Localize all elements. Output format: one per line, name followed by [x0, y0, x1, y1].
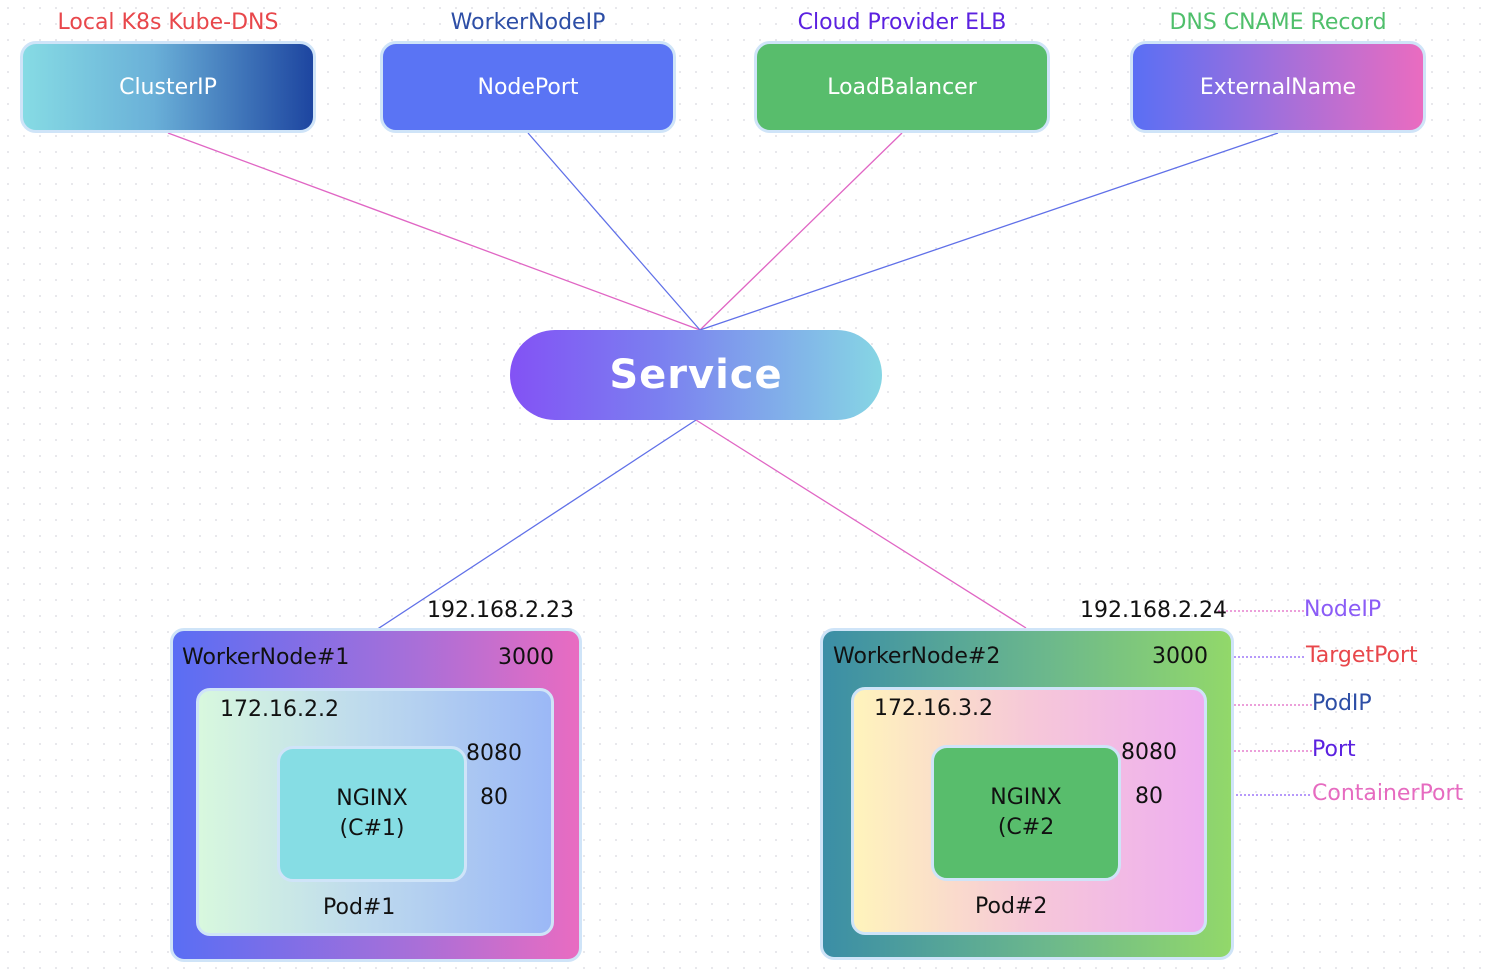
container-2[interactable]: NGINX (C#2	[931, 745, 1121, 881]
clusterip-box[interactable]: ClusterIP	[20, 41, 316, 133]
line-nodeport-service	[527, 132, 701, 331]
externalname-label: ExternalName	[1199, 74, 1357, 100]
pod1-port: 8080	[466, 741, 522, 766]
node2-ip: 192.168.2.24	[1080, 598, 1227, 623]
container-1[interactable]: NGINX (C#1)	[277, 746, 467, 882]
node1-name: WorkerNode#1	[182, 645, 350, 670]
service-label: Service	[609, 352, 783, 398]
pod2-ip: 172.16.3.2	[874, 696, 993, 721]
legend-targetport: TargetPort	[1306, 643, 1418, 668]
nodeport-label: NodePort	[477, 74, 579, 100]
nodeport-box[interactable]: NodePort	[380, 41, 676, 133]
node1-port: 3000	[498, 645, 554, 670]
legend-nodeip: NodeIP	[1304, 597, 1382, 622]
caption-nodeport: WorkerNodeIP	[450, 10, 606, 35]
pod-1[interactable]: 172.16.2.2 8080 80 NGINX (C#1) Pod#1	[196, 688, 554, 936]
node2-name: WorkerNode#2	[833, 644, 1001, 669]
node1-ip: 192.168.2.23	[427, 598, 574, 623]
worker-node-2[interactable]: WorkerNode#2 3000 172.16.3.2 8080 80 NGI…	[820, 628, 1234, 960]
pod-2[interactable]: 172.16.3.2 8080 80 NGINX (C#2 Pod#2	[851, 687, 1207, 935]
line-externalname-service	[699, 132, 1279, 331]
externalname-box[interactable]: ExternalName	[1130, 41, 1426, 133]
line-clusterip-service	[167, 132, 701, 331]
container1-port: 80	[480, 785, 508, 810]
caption-loadbalancer: Cloud Provider ELB	[797, 10, 1007, 35]
loadbalancer-box[interactable]: LoadBalancer	[754, 41, 1050, 133]
line-loadbalancer-service	[699, 132, 903, 331]
loadbalancer-label: LoadBalancer	[827, 74, 977, 100]
pod2-name: Pod#2	[975, 894, 1048, 919]
pod2-port: 8080	[1121, 740, 1177, 765]
caption-externalname: DNS CNAME Record	[1169, 10, 1387, 35]
legend-containerport: ContainerPort	[1312, 781, 1464, 806]
service-node[interactable]: Service	[510, 330, 882, 420]
line-service-node1	[375, 419, 697, 631]
container2-id: (C#2	[997, 815, 1055, 840]
caption-clusterip: Local K8s Kube-DNS	[57, 10, 279, 35]
worker-node-1[interactable]: WorkerNode#1 3000 172.16.2.2 8080 80 NGI…	[170, 628, 582, 962]
node2-port: 3000	[1152, 644, 1208, 669]
pod1-ip: 172.16.2.2	[220, 697, 339, 722]
clusterip-label: ClusterIP	[119, 74, 217, 100]
container2-port: 80	[1135, 784, 1163, 809]
legend-podip: PodIP	[1312, 691, 1372, 716]
line-service-node2	[695, 419, 1027, 629]
legend-port: Port	[1312, 737, 1356, 762]
container1-id: (C#1)	[339, 816, 405, 841]
container1-name: NGINX	[336, 786, 408, 811]
pod1-name: Pod#1	[323, 895, 396, 920]
container2-name: NGINX	[990, 785, 1062, 810]
